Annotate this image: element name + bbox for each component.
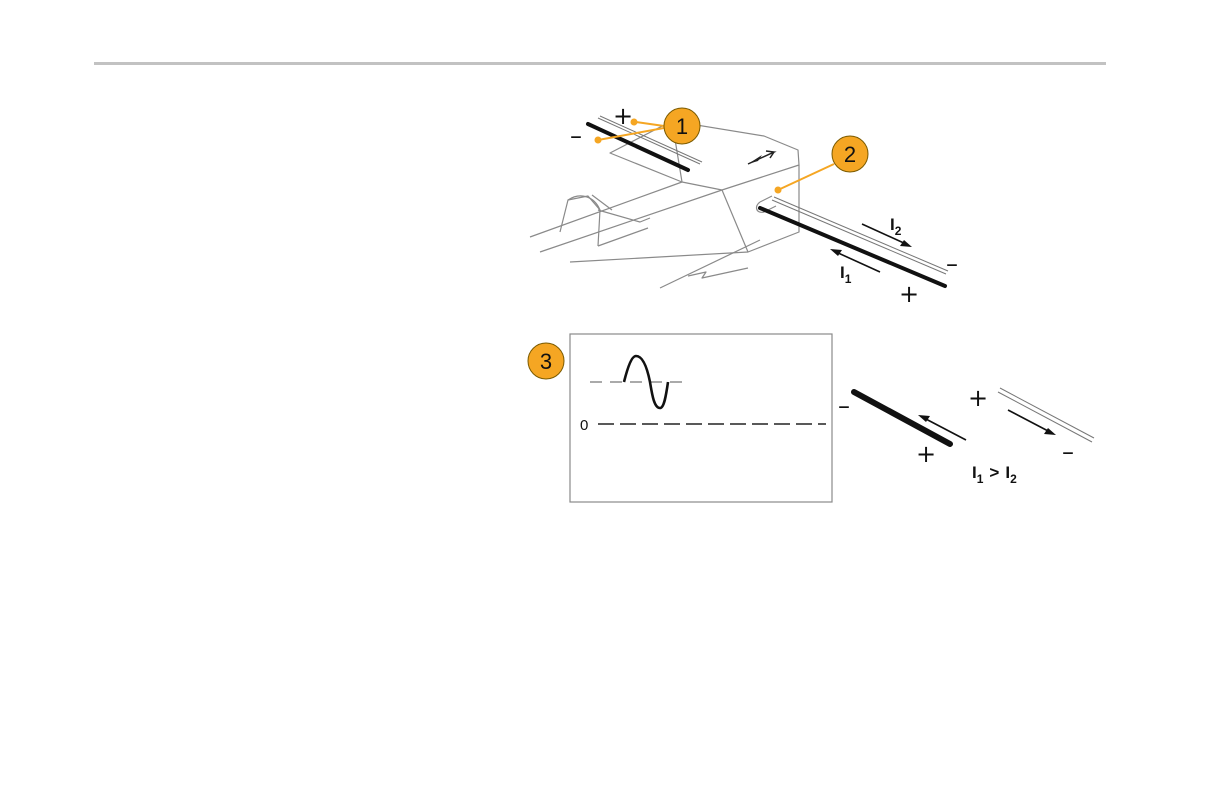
scope-display [570, 334, 832, 502]
relation-i1-sub: 1 [977, 472, 984, 486]
i1-label: I1 [840, 263, 852, 286]
callout-2: 2 [775, 136, 869, 194]
result-conductor-thin-a [998, 392, 1092, 442]
top-minus-label: – [570, 122, 582, 150]
right-plus-label: + [899, 280, 919, 308]
relation-i2-sub: 2 [1010, 472, 1017, 486]
callout-2-number: 2 [844, 142, 856, 167]
result-conductor-thick [854, 392, 950, 444]
callout-1: 1 [595, 108, 701, 144]
right-minus-label: – [946, 250, 958, 278]
callout-3: 3 [528, 343, 564, 379]
result-plus-left-label: + [916, 440, 936, 468]
right-conductor-thick [760, 208, 945, 286]
current-relation-label: I1>I2 [972, 463, 1017, 486]
relation-operator: > [989, 463, 999, 482]
callout-3-number: 3 [540, 349, 552, 374]
result-i2-arrow-icon [1008, 410, 1050, 432]
result-minus-left-label: – [838, 392, 850, 420]
result-plus-right-label: + [968, 384, 988, 412]
i1-arrowhead-icon [830, 249, 842, 256]
i2-subscript: 2 [895, 224, 902, 238]
top-plus-label: + [613, 102, 633, 130]
zero-baseline-label: 0 [580, 417, 588, 434]
result-minus-right-label: – [1062, 438, 1074, 466]
i2-label: I2 [890, 215, 902, 238]
callout-1-number: 1 [676, 114, 688, 139]
i1-subscript: 1 [845, 272, 852, 286]
right-conductor-thin-b [774, 197, 948, 271]
i2-arrowhead-icon [900, 240, 912, 247]
